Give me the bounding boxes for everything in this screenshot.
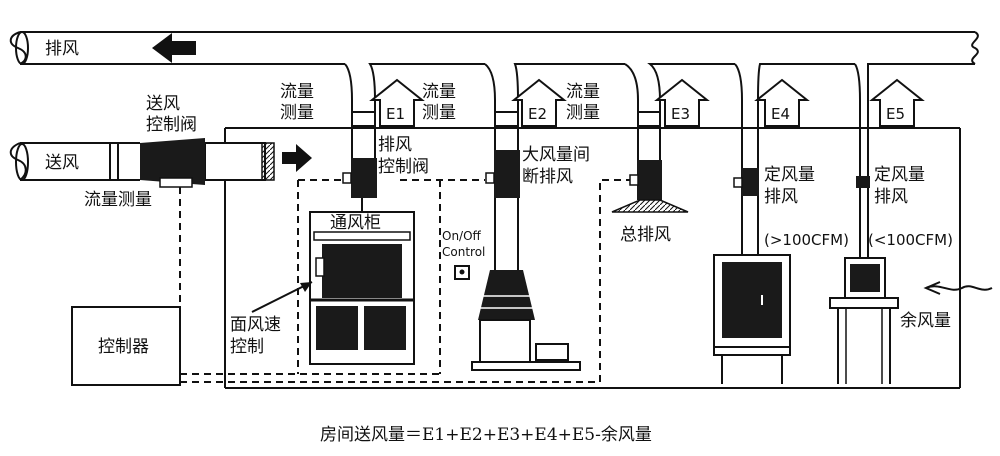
- residual-air-inflow-icon: [923, 281, 993, 295]
- e3-outlet-arrow: [654, 78, 710, 127]
- exhaust-main-duct: [9, 31, 979, 65]
- fume-hood-label: 通风柜: [330, 213, 381, 233]
- e2-flow-measure-label-2: 测量: [422, 103, 456, 123]
- supply-flow-sensor: [159, 177, 193, 188]
- e2-label-1: 大风量间: [522, 145, 590, 165]
- e1-valve-label-2: 控制阀: [378, 157, 429, 177]
- e5-label: E5: [886, 105, 905, 123]
- e2-flow-measure-label-1: 流量: [422, 82, 456, 102]
- e1-valve-actuator: [342, 172, 352, 184]
- e2-label: E2: [528, 105, 547, 123]
- e1-label: E1: [386, 105, 405, 123]
- large-exhaust-equipment: [471, 270, 581, 371]
- e1-exhaust-valve: [351, 158, 377, 198]
- e5-label-2: 排风: [874, 187, 908, 207]
- e3-label: E3: [671, 105, 690, 123]
- general-exhaust-label: 总排风: [620, 225, 671, 245]
- e5-label-1: 定风量: [874, 165, 925, 185]
- exhaust-duct-label: 排风: [45, 39, 79, 59]
- e1-valve-label-1: 排风: [378, 135, 412, 155]
- e3-flow-measure-label-1: 流量: [566, 82, 600, 102]
- supply-direction-arrow: [282, 144, 312, 172]
- e5-exhaust-duct: [854, 63, 878, 258]
- e4-cabinet: [713, 254, 791, 384]
- supply-valve-label-1: 送风: [146, 94, 180, 114]
- general-exhaust-hood: [611, 199, 689, 213]
- e2-label-2: 断排风: [522, 167, 573, 187]
- exhaust-direction-arrow: [152, 33, 196, 63]
- e1-flow-measure-label-2: 测量: [280, 103, 314, 123]
- e3-flow-measure-label-2: 测量: [566, 103, 600, 123]
- e2-valve-actuator: [485, 172, 495, 184]
- e5-constant-valve: [856, 176, 870, 188]
- face-velocity-label-2: 控制: [230, 337, 264, 357]
- control-wiring: [179, 179, 638, 383]
- onoff-control-label-1: On/Off: [442, 229, 482, 243]
- e4-label: E4: [771, 105, 790, 123]
- e2-exhaust-valve: [494, 150, 520, 198]
- supply-flow-measure-label: 流量测量: [84, 190, 152, 210]
- onoff-control-label-2: Control: [442, 245, 485, 259]
- face-velocity-arrowhead: [300, 282, 312, 292]
- supply-valve-label-2: 控制阀: [146, 115, 197, 135]
- e3-exhaust-duct: [624, 63, 668, 165]
- e1-outlet-arrow: [369, 78, 425, 127]
- e4-outlet-arrow: [754, 78, 810, 127]
- onoff-switch-knob: [459, 269, 465, 275]
- fume-hood: [309, 211, 415, 365]
- gt-100cfm-label: (>100CFM): [764, 231, 849, 249]
- supply-control-valve: [140, 138, 205, 185]
- face-velocity-pointer: [251, 281, 313, 313]
- supply-duct: [9, 142, 266, 181]
- equation-caption: 房间送风量＝E1+E2+E3+E4+E5-余风量: [320, 425, 652, 445]
- e4-valve-actuator: [733, 177, 743, 188]
- controller-box: [71, 306, 181, 386]
- e5-outlet-arrow: [869, 78, 925, 127]
- e4-constant-valve: [741, 168, 759, 196]
- e-outlet-arrows: [369, 78, 925, 127]
- face-velocity-label-1: 面风速: [230, 315, 281, 335]
- e1-flow-measure-label-1: 流量: [280, 82, 314, 102]
- e3-valve-actuator: [629, 174, 639, 186]
- room-outline: [224, 127, 961, 389]
- supply-duct-label: 送风: [45, 153, 79, 173]
- controller-label: 控制器: [98, 337, 149, 357]
- supply-valve-end-cap: [261, 142, 275, 181]
- e4-label-1: 定风量: [764, 165, 815, 185]
- e2-outlet-arrow: [511, 78, 567, 127]
- e3-exhaust-valve: [637, 160, 662, 200]
- lt-100cfm-label: (<100CFM): [868, 231, 953, 249]
- e5-cabinet: [829, 257, 899, 384]
- residual-air-label: 余风量: [900, 311, 951, 331]
- e4-label-2: 排风: [764, 187, 798, 207]
